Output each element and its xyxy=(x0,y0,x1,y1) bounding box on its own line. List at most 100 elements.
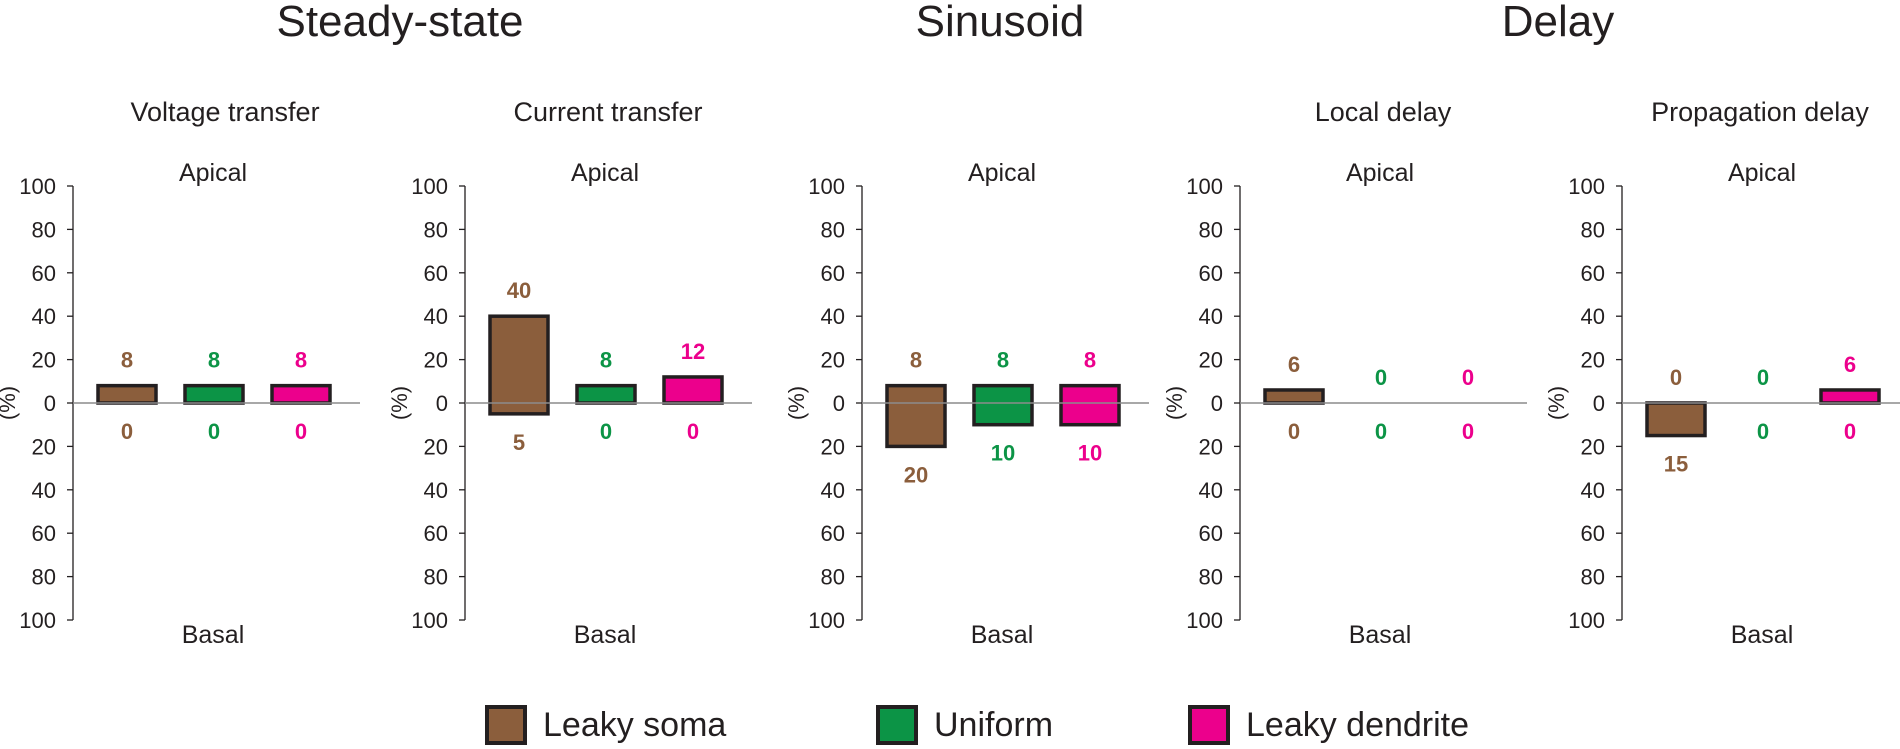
chart-2: 10080604020020406080100(%)ApicalBasal820… xyxy=(784,159,1149,649)
data-label-apical: 0 xyxy=(1757,365,1769,390)
y-tick-label: 60 xyxy=(1581,521,1605,546)
y-tick-label: 80 xyxy=(32,565,56,590)
apical-label: Apical xyxy=(1346,159,1414,187)
legend-item-leaky-soma: Leaky soma xyxy=(485,702,726,748)
bar-uniform xyxy=(183,383,245,405)
data-label-basal: 0 xyxy=(295,419,307,444)
data-label-basal: 0 xyxy=(1375,419,1387,444)
data-label-apical: 8 xyxy=(600,348,612,373)
bar-leaky-soma xyxy=(1645,401,1707,438)
y-tick-label: 100 xyxy=(411,608,448,633)
legend-swatch-leaky-dendrite xyxy=(1188,705,1230,745)
chart-1: 10080604020020406080100(%)ApicalBasal405… xyxy=(387,159,752,649)
legend-item-uniform: Uniform xyxy=(876,702,1053,748)
data-label-apical: 8 xyxy=(1084,348,1096,373)
y-tick-label: 40 xyxy=(1199,478,1223,503)
y-tick-label: 20 xyxy=(1581,348,1605,373)
basal-label: Basal xyxy=(1349,621,1412,649)
data-label-basal: 10 xyxy=(991,441,1015,466)
data-label-apical: 12 xyxy=(681,339,705,364)
chart-title-propagation-delay: Propagation delay xyxy=(1651,97,1869,127)
y-tick-label: 60 xyxy=(1199,261,1223,286)
apical-label: Apical xyxy=(1728,159,1796,187)
data-label-basal: 0 xyxy=(1844,419,1856,444)
bar-charts: 10080604020020406080100(%)ApicalBasal808… xyxy=(0,159,1900,649)
bar-leaky-soma xyxy=(885,383,947,449)
y-axis-label: (%) xyxy=(0,386,20,420)
y-tick-label: 40 xyxy=(32,478,56,503)
y-tick-label: 0 xyxy=(44,391,56,416)
basal-label: Basal xyxy=(574,621,637,649)
y-tick-label: 20 xyxy=(1581,434,1605,459)
y-tick-label: 80 xyxy=(1199,565,1223,590)
chart-3: 10080604020020406080100(%)ApicalBasal600… xyxy=(1162,159,1527,649)
data-label-basal: 5 xyxy=(513,430,525,455)
data-label-basal: 0 xyxy=(1462,419,1474,444)
y-tick-label: 80 xyxy=(1199,217,1223,242)
data-label-basal: 0 xyxy=(1757,419,1769,444)
legend-swatch-uniform xyxy=(876,705,918,745)
bar-leaky-dendrite xyxy=(1819,388,1881,405)
data-label-apical: 0 xyxy=(1670,365,1682,390)
y-tick-label: 80 xyxy=(821,565,845,590)
bar-leaky-dendrite xyxy=(662,375,724,405)
y-tick-label: 60 xyxy=(424,261,448,286)
data-label-basal: 0 xyxy=(600,419,612,444)
bar-uniform xyxy=(972,383,1034,427)
y-tick-label: 20 xyxy=(1199,348,1223,373)
bar-leaky-soma xyxy=(96,383,158,405)
section-title-sinusoid: Sinusoid xyxy=(915,0,1085,46)
y-tick-label: 40 xyxy=(32,304,56,329)
legend-label-leaky-soma: Leaky soma xyxy=(543,705,727,744)
data-label-basal: 20 xyxy=(904,462,928,487)
y-tick-label: 80 xyxy=(424,565,448,590)
bar-leaky-dendrite xyxy=(270,383,332,405)
bar-leaky-soma xyxy=(1263,388,1325,405)
y-tick-label: 40 xyxy=(821,304,845,329)
bar-uniform xyxy=(575,383,637,405)
data-label-basal: 0 xyxy=(208,419,220,444)
data-label-apical: 0 xyxy=(1375,365,1387,390)
y-tick-label: 100 xyxy=(1568,608,1605,633)
bar-leaky-soma xyxy=(488,314,550,416)
y-tick-label: 100 xyxy=(1186,608,1223,633)
bar-leaky-dendrite xyxy=(1059,383,1121,427)
y-tick-label: 80 xyxy=(1581,565,1605,590)
y-tick-label: 60 xyxy=(32,261,56,286)
chart-0: 10080604020020406080100(%)ApicalBasal808… xyxy=(0,159,360,649)
y-tick-label: 20 xyxy=(821,348,845,373)
data-label-apical: 0 xyxy=(1462,365,1474,390)
y-tick-label: 0 xyxy=(436,391,448,416)
y-tick-label: 60 xyxy=(821,521,845,546)
legend-swatch-leaky-soma xyxy=(485,705,527,745)
y-axis-label: (%) xyxy=(1162,386,1187,420)
data-label-apical: 8 xyxy=(121,348,133,373)
y-tick-label: 60 xyxy=(1199,521,1223,546)
apical-label: Apical xyxy=(571,159,639,187)
y-tick-label: 60 xyxy=(1581,261,1605,286)
y-tick-label: 100 xyxy=(1568,174,1605,199)
y-tick-label: 60 xyxy=(821,261,845,286)
y-tick-label: 40 xyxy=(424,478,448,503)
data-label-basal: 0 xyxy=(121,419,133,444)
y-tick-label: 0 xyxy=(833,391,845,416)
basal-label: Basal xyxy=(182,621,245,649)
data-label-apical: 8 xyxy=(208,348,220,373)
data-label-apical: 6 xyxy=(1844,352,1856,377)
basal-label: Basal xyxy=(971,621,1034,649)
y-tick-label: 20 xyxy=(424,348,448,373)
y-tick-label: 100 xyxy=(411,174,448,199)
chart-title-voltage-transfer: Voltage transfer xyxy=(130,97,320,127)
y-tick-label: 20 xyxy=(32,348,56,373)
y-tick-label: 40 xyxy=(424,304,448,329)
y-tick-label: 0 xyxy=(1211,391,1223,416)
section-title-steady-state: Steady-state xyxy=(276,0,524,46)
y-tick-label: 80 xyxy=(1581,217,1605,242)
legend-item-leaky-dendrite: Leaky dendrite xyxy=(1188,702,1469,748)
chart-title-local-delay: Local delay xyxy=(1314,97,1452,127)
chart-4: 10080604020020406080100(%)ApicalBasal015… xyxy=(1544,159,1900,649)
data-label-basal: 0 xyxy=(687,419,699,444)
y-tick-label: 20 xyxy=(1199,434,1223,459)
data-label-apical: 6 xyxy=(1288,352,1300,377)
